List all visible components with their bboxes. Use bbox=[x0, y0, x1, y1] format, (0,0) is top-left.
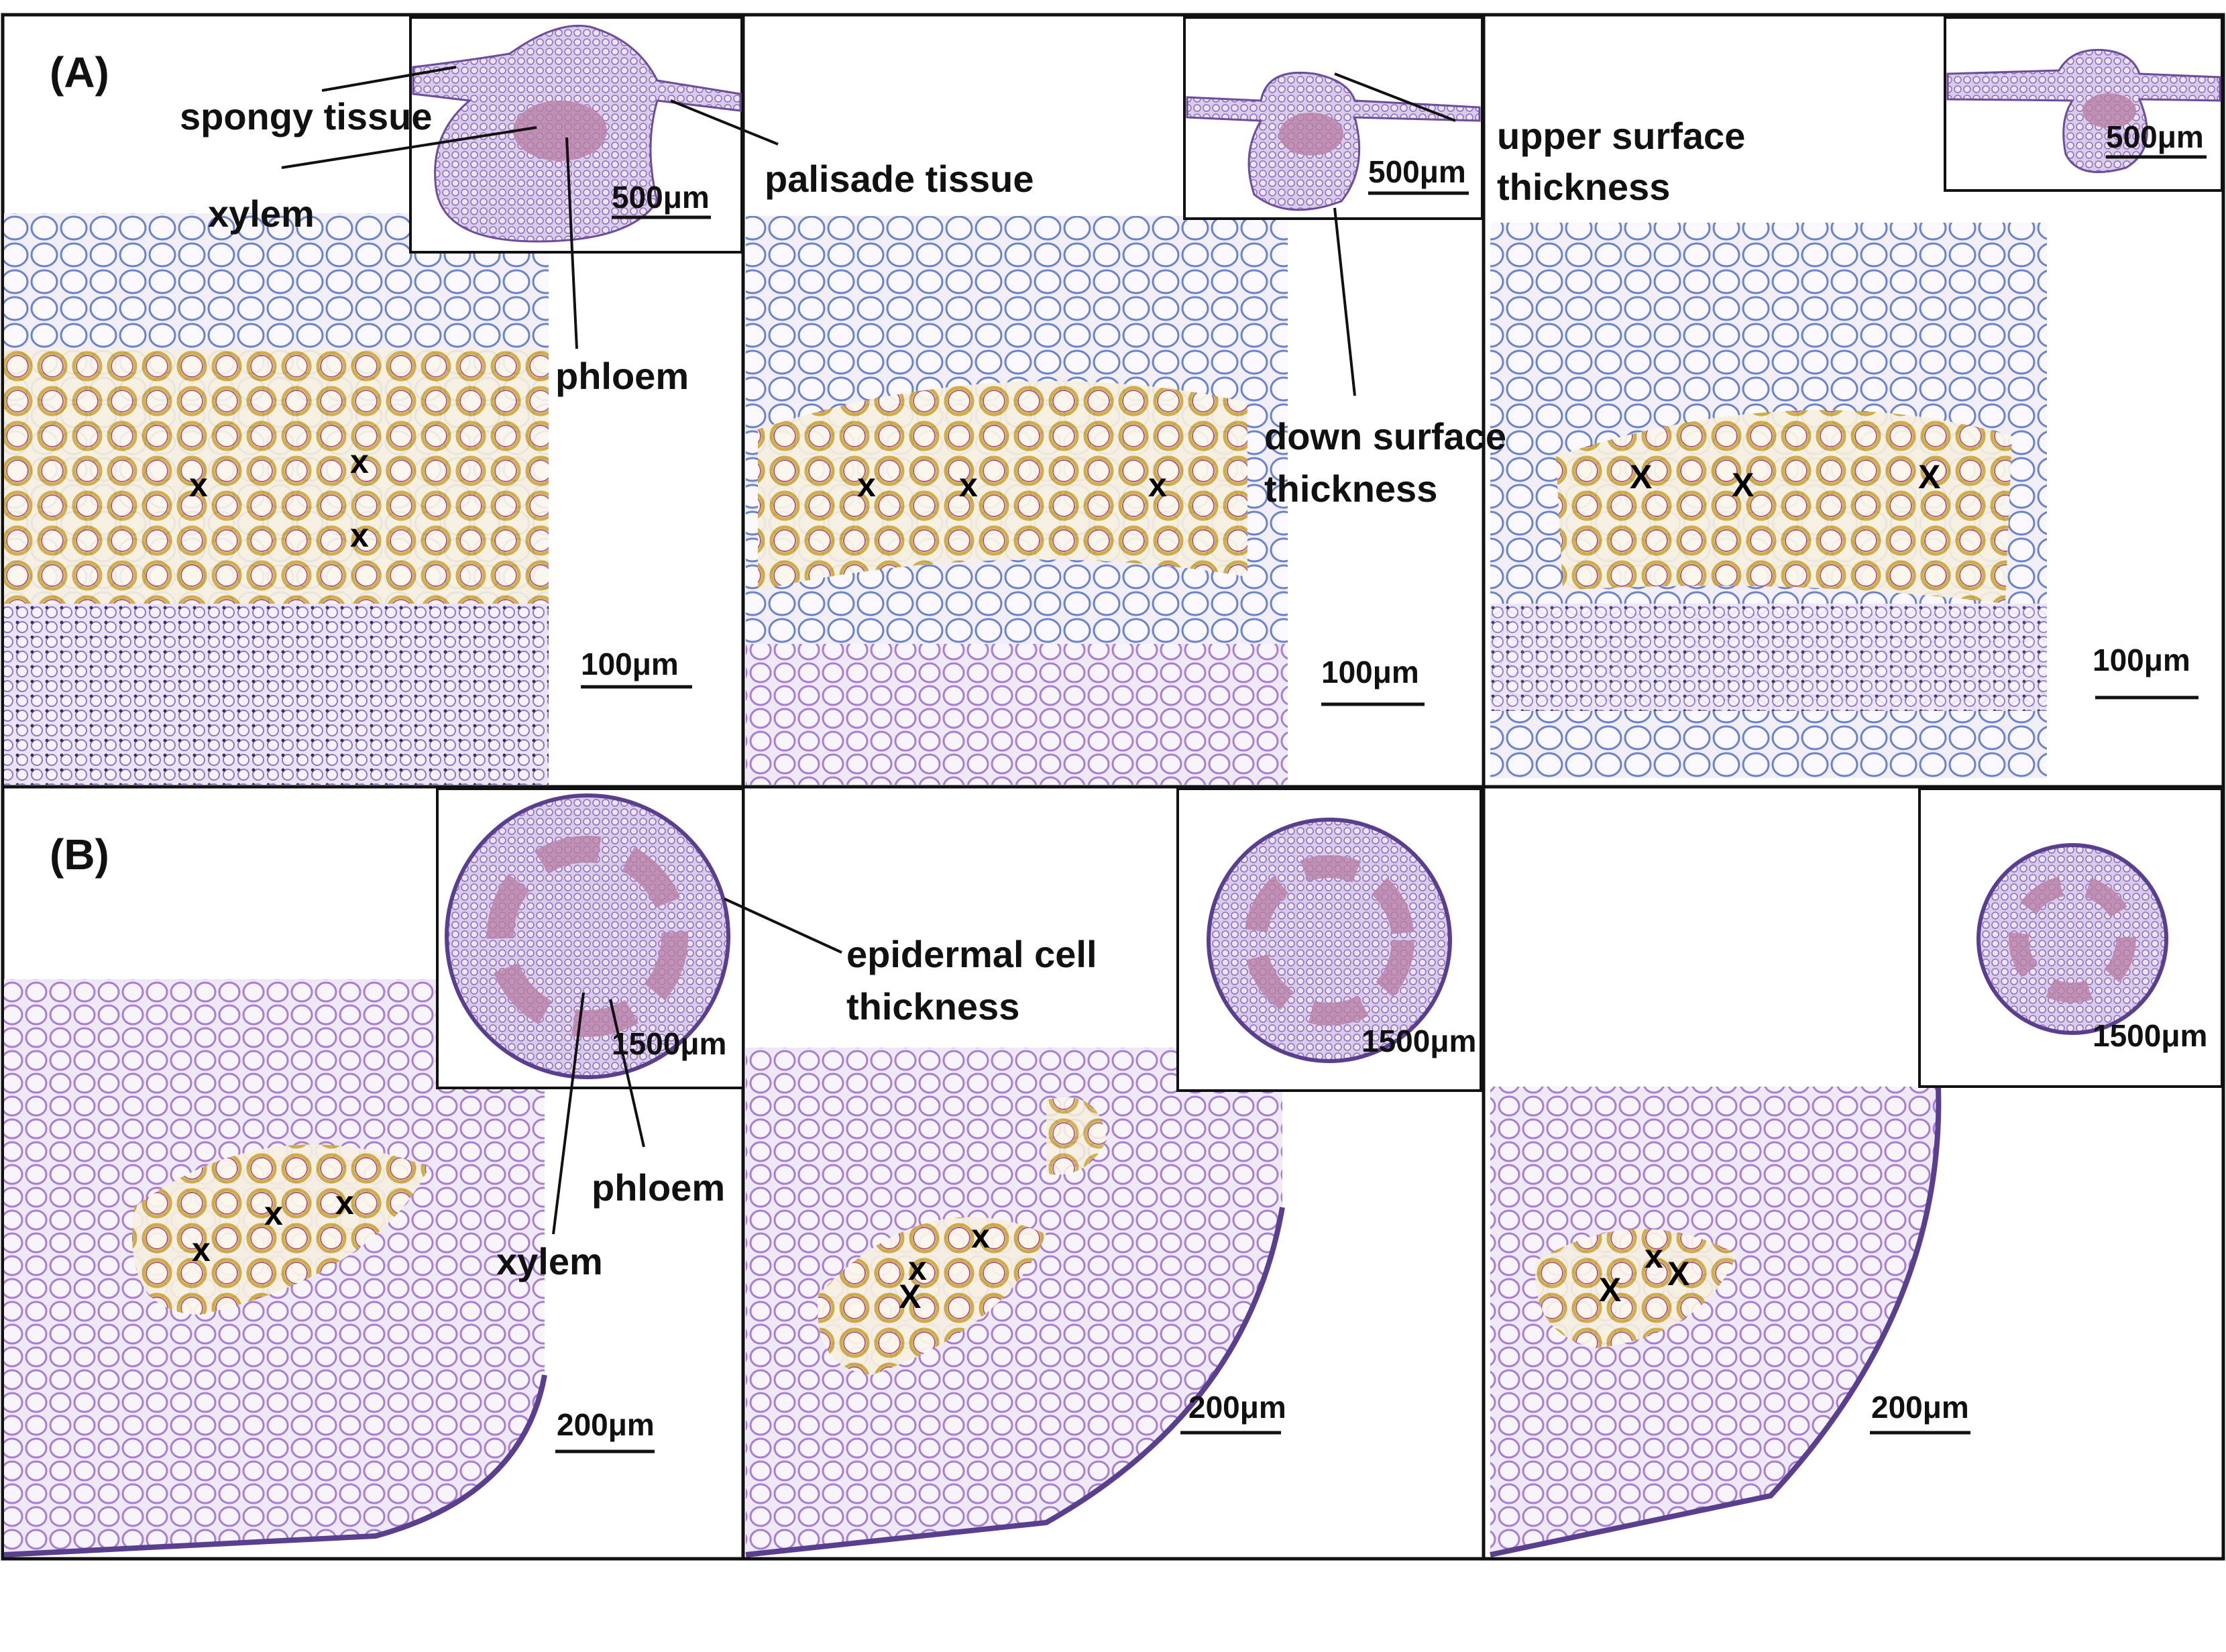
marker-x: x bbox=[350, 443, 369, 480]
micrograph-b3 bbox=[1490, 1086, 1942, 1557]
micrograph-b1 bbox=[3, 979, 547, 1557]
micrograph-a1 bbox=[4, 213, 549, 785]
annotation-epidermal-line2: thickness bbox=[846, 985, 1019, 1028]
marker-x: x bbox=[350, 516, 369, 554]
leader-lines bbox=[281, 66, 1456, 1235]
annotation-upper-surface-line2: thickness bbox=[1497, 166, 1670, 208]
scale-label-b3-inset: 1500μm bbox=[2093, 1018, 2207, 1053]
inset-b3 bbox=[1918, 787, 2223, 1088]
marker-x: X bbox=[1918, 458, 1940, 496]
scale-label-b2-main: 200μm bbox=[1188, 1390, 1286, 1425]
panel-label-a: (A) bbox=[50, 48, 109, 97]
scale-label-b1-main: 200μm bbox=[557, 1407, 655, 1442]
panel-grid bbox=[1, 13, 2225, 1561]
marker-x: x bbox=[971, 1217, 990, 1255]
marker-x: x bbox=[335, 1184, 354, 1221]
annotation-xylem-b: xylem bbox=[496, 1240, 603, 1282]
vessel-markers: x x x x x x X X X x x x x X x X x X bbox=[189, 443, 1940, 1315]
scale-label-a1-inset: 500μm bbox=[612, 180, 710, 215]
marker-x: X bbox=[1599, 1271, 1621, 1309]
annotation-down-surface-line2: thickness bbox=[1264, 467, 1437, 510]
annotation-spongy-tissue: spongy tissue bbox=[180, 95, 433, 137]
marker-x: X bbox=[1630, 458, 1652, 496]
annotation-down-surface-line1: down surface bbox=[1264, 415, 1506, 457]
inset-a1 bbox=[409, 16, 743, 254]
scale-bars: 500μm 500μm 500μm 100μm 100μm 100μm 1500… bbox=[555, 119, 2207, 1453]
annotation-upper-surface-line1: upper surface bbox=[1497, 115, 1745, 157]
marker-x: x bbox=[264, 1195, 283, 1232]
scale-label-b3-main: 200μm bbox=[1871, 1390, 1969, 1425]
marker-x: X bbox=[899, 1278, 921, 1315]
annotation-epidermal-line1: epidermal cell bbox=[846, 933, 1097, 975]
scale-label-b2-inset: 1500μm bbox=[1361, 1024, 1476, 1058]
marker-x: x bbox=[1645, 1237, 1663, 1275]
annotation-xylem: xylem bbox=[208, 192, 315, 235]
scale-label-b1-inset: 1500μm bbox=[612, 1026, 726, 1061]
marker-x: x bbox=[189, 466, 208, 504]
scale-label-a1-main: 100μm bbox=[581, 647, 679, 681]
marker-x: x bbox=[959, 466, 978, 504]
marker-x: x bbox=[857, 466, 876, 504]
scale-label-a3-main: 100μm bbox=[2093, 643, 2190, 677]
marker-x: x bbox=[192, 1231, 211, 1268]
inset-b2 bbox=[1176, 787, 1482, 1092]
marker-x: X bbox=[1667, 1255, 1689, 1292]
scale-label-a2-main: 100μm bbox=[1321, 655, 1419, 690]
marker-x: x bbox=[1148, 466, 1167, 504]
annotation-phloem-b: phloem bbox=[592, 1166, 725, 1209]
annotation-phloem: phloem bbox=[555, 355, 689, 397]
micrograph-a3 bbox=[1490, 223, 2047, 778]
scale-label-a3-inset: 500μm bbox=[2106, 119, 2204, 154]
annotation-palisade-tissue: palisade tissue bbox=[765, 158, 1034, 200]
marker-x: X bbox=[1732, 466, 1754, 504]
inset-a2 bbox=[1183, 16, 1484, 220]
scale-label-a2-inset: 500μm bbox=[1368, 154, 1466, 189]
inset-a3 bbox=[1944, 16, 2223, 192]
inset-b1 bbox=[436, 787, 744, 1089]
panel-label-b: (B) bbox=[50, 830, 109, 879]
micrograph-a2 bbox=[746, 216, 1288, 785]
micrograph-b2 bbox=[745, 1048, 1285, 1557]
marker-x: x bbox=[908, 1250, 927, 1287]
